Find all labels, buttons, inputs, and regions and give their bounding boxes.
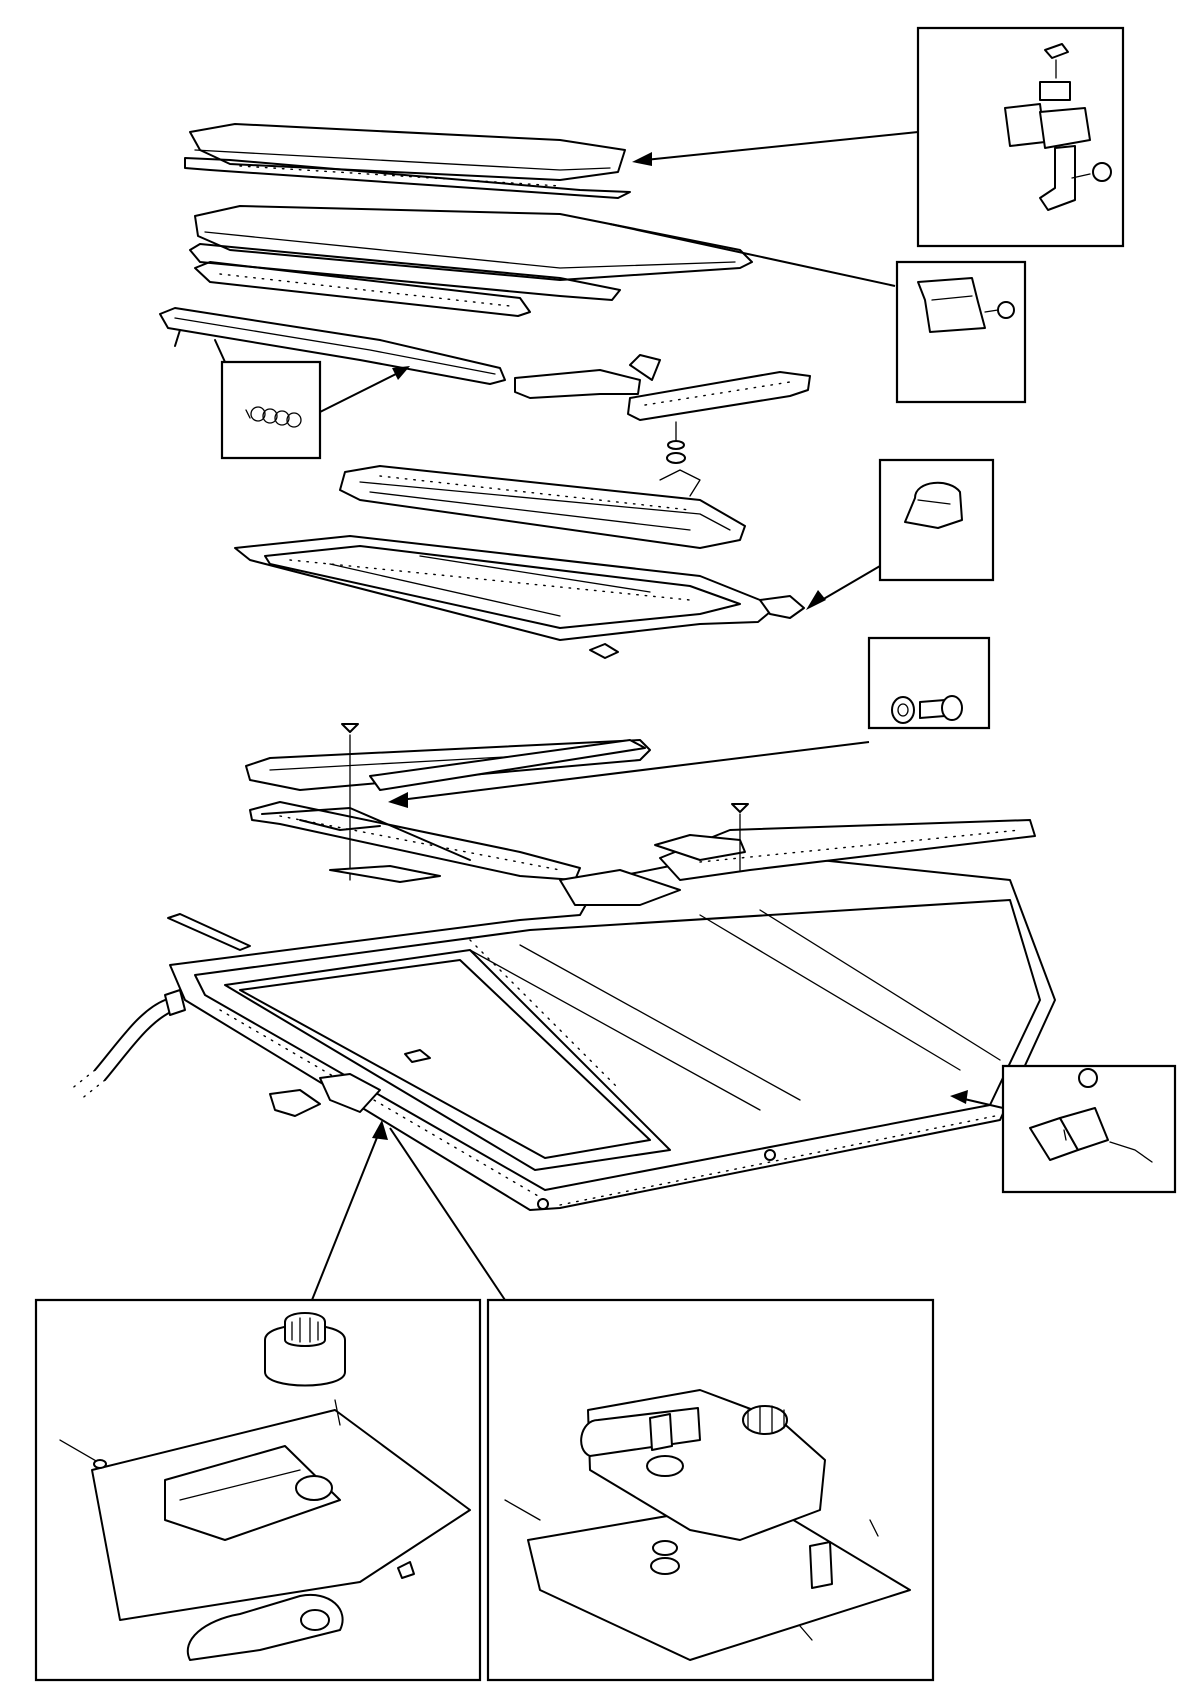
drive-motor-unit: [488, 1300, 933, 1680]
corner-bracket: [1003, 1066, 1175, 1192]
crank-handle: [36, 1300, 480, 1680]
callout-arrow-spring: [320, 372, 400, 412]
callout-arrow-hinge: [645, 132, 918, 160]
drain-tube: [70, 990, 185, 1100]
callout-arrowhead-clip: [806, 590, 826, 610]
bracket-detail: [897, 262, 1025, 402]
callout-arrow-screw: [400, 742, 869, 800]
callout-arrowhead-crank: [372, 1120, 388, 1140]
upper-cassette-frame: [340, 466, 745, 548]
callout-arrowhead-screw: [388, 792, 408, 808]
panel-seal: [190, 206, 752, 316]
screw-detail: [869, 638, 989, 728]
callout-arrowhead-corner: [950, 1090, 968, 1104]
pivot-hinge-detail: [918, 28, 1123, 246]
callout-arrow-clip: [815, 566, 880, 604]
callout-arrow-corner: [960, 1098, 1003, 1108]
glass-panel: [185, 124, 630, 198]
main-roof-frame: [168, 804, 1055, 1210]
spring-detail: [222, 362, 320, 458]
callout-arrowhead-spring: [392, 366, 410, 380]
lower-cassette-frame: [235, 536, 804, 658]
slide-rail: [515, 355, 810, 463]
callout-arrow-bracket: [610, 224, 895, 286]
wind-deflector: [160, 308, 505, 384]
callout-arrow-motor: [390, 1128, 505, 1300]
callout-arrow-crank: [312, 1130, 380, 1300]
callout-arrowhead-hinge: [632, 152, 652, 166]
slide-mechanism: [246, 724, 650, 882]
clip-detail: [880, 460, 993, 580]
